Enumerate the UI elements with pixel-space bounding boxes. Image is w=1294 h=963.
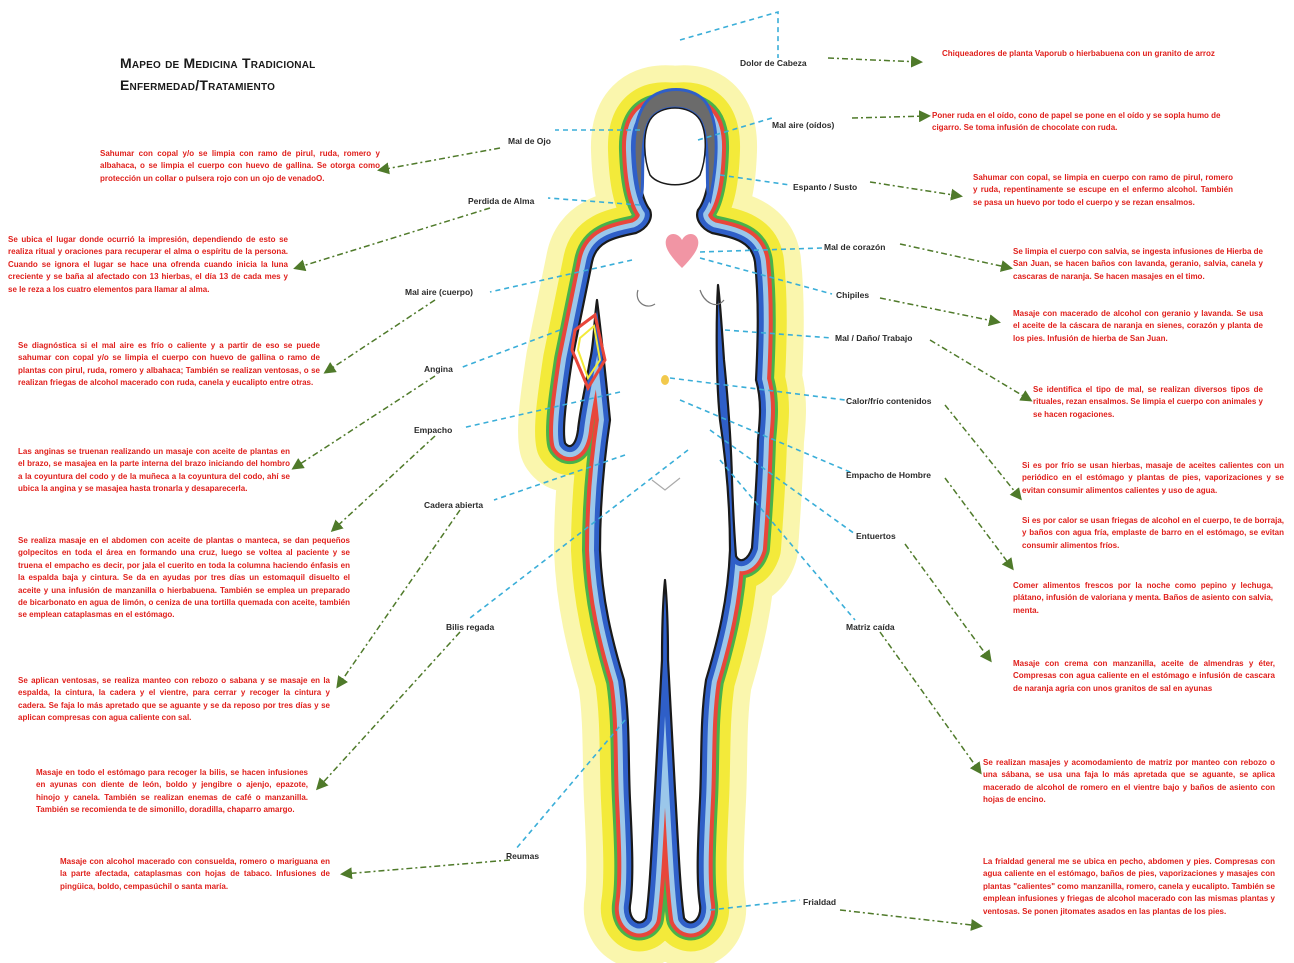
arrow-empacho — [333, 436, 435, 530]
arrow-dolor-cabeza — [828, 58, 920, 62]
treatment-mal-aire-oidos: Poner ruda en el oído, cono de papel se … — [932, 110, 1232, 135]
treatment-dolor-cabeza: Chiqueadores de planta Vaporub o hierbab… — [942, 48, 1242, 60]
treatment-matriz-caida: Se realizan masajes y acomodamiento de m… — [983, 757, 1275, 807]
treatment-bilis-regada: Masaje en todo el estómago para recoger … — [36, 767, 308, 817]
arrow-angina — [294, 376, 435, 468]
arrow-mal-corazon — [900, 244, 1010, 268]
connector-dolor-cabeza — [680, 12, 778, 58]
label-angina: Angina — [424, 364, 453, 375]
label-mal-corazon: Mal de corazón — [824, 242, 885, 253]
label-perdida-alma: Perdida de Alma — [468, 196, 534, 207]
title-line-1: Mapeo de Medicina Tradicional — [120, 52, 315, 74]
label-cadera-abierta: Cadera abierta — [424, 500, 483, 511]
label-dolor-cabeza: Dolor de Cabeza — [740, 58, 807, 69]
label-empacho-hombre: Empacho de Hombre — [846, 470, 931, 481]
label-mal-aire-oidos: Mal aire (oídos) — [772, 120, 834, 131]
label-mal-ojo: Mal de Ojo — [508, 136, 551, 147]
treatment-chipiles: Masaje con macerado de alcohol con geran… — [1013, 308, 1263, 345]
treatment-mal-aire-cuerpo: Se diagnóstica si el mal aire es frío o … — [18, 340, 320, 390]
arrow-perdida-alma — [296, 208, 490, 268]
arrow-reumas — [343, 860, 510, 874]
treatment-empacho: Se realiza masaje en el abdomen con acei… — [18, 535, 350, 622]
arrow-mal-dano — [930, 340, 1030, 400]
label-mal-aire-cuerpo: Mal aire (cuerpo) — [405, 287, 473, 298]
arrow-entuertos — [905, 544, 990, 660]
treatment-mal-ojo: Sahumar con copal y/o se limpia con ramo… — [100, 148, 380, 185]
arrow-espanto — [870, 182, 960, 196]
treatment-mal-dano: Se identifica el tipo de mal, se realiza… — [1033, 384, 1263, 421]
treatment-calor-frio-2: Si es por calor se usan friegas de alcoh… — [1022, 515, 1284, 552]
label-espanto: Espanto / Susto — [793, 182, 857, 193]
label-calor-frio: Calor/frío contenidos — [846, 396, 931, 407]
label-mal-dano: Mal / Daño/ Trabajo — [835, 333, 912, 344]
label-chipiles: Chipiles — [836, 290, 869, 301]
label-matriz-caida: Matriz caída — [846, 622, 895, 633]
face-shape — [645, 108, 706, 185]
treatment-empacho-hombre: Comer alimentos frescos por la noche com… — [1013, 580, 1273, 617]
treatment-calor-frio-1: Si es por frío se usan hierbas, masaje d… — [1022, 460, 1284, 497]
arrow-calor-frio — [945, 405, 1020, 498]
arrow-cadera-abierta — [338, 510, 460, 686]
diagram-title: Mapeo de Medicina Tradicional Enfermedad… — [120, 52, 315, 96]
treatment-frialdad: La frialdad general me se ubica en pecho… — [983, 856, 1275, 918]
label-frialdad: Frialdad — [803, 897, 836, 908]
label-entuertos: Entuertos — [856, 531, 896, 542]
arrow-mal-aire-cuerpo — [326, 300, 435, 372]
arrow-mal-aire-oidos — [852, 116, 928, 118]
arrow-bilis-regada — [318, 632, 460, 788]
treatment-perdida-alma: Se ubica el lugar donde ocurrió la impre… — [8, 234, 288, 296]
label-empacho: Empacho — [414, 425, 452, 436]
arrow-empacho-hombre — [945, 478, 1012, 568]
treatment-entuertos: Masaje con crema con manzanilla, aceite … — [1013, 658, 1275, 695]
treatment-mal-corazon: Se limpia el cuerpo con salvia, se inges… — [1013, 246, 1263, 283]
arrow-matriz-caida — [880, 632, 980, 772]
arrow-chipiles — [880, 298, 998, 322]
navel-mark — [661, 375, 669, 385]
treatment-cadera-abierta: Se aplican ventosas, se realiza manteo c… — [18, 675, 330, 725]
treatment-espanto: Sahumar con copal, se limpia en cuerpo c… — [973, 172, 1233, 209]
title-line-2: Enfermedad/Tratamiento — [120, 74, 315, 96]
arrow-mal-ojo — [380, 148, 500, 170]
treatment-reumas: Masaje con alcohol macerado con consueld… — [60, 856, 330, 893]
arrow-frialdad — [840, 910, 980, 926]
treatment-angina: Las anginas se truenan realizando un mas… — [18, 446, 290, 496]
label-reumas: Reumas — [506, 851, 539, 862]
label-bilis-regada: Bilis regada — [446, 622, 494, 633]
